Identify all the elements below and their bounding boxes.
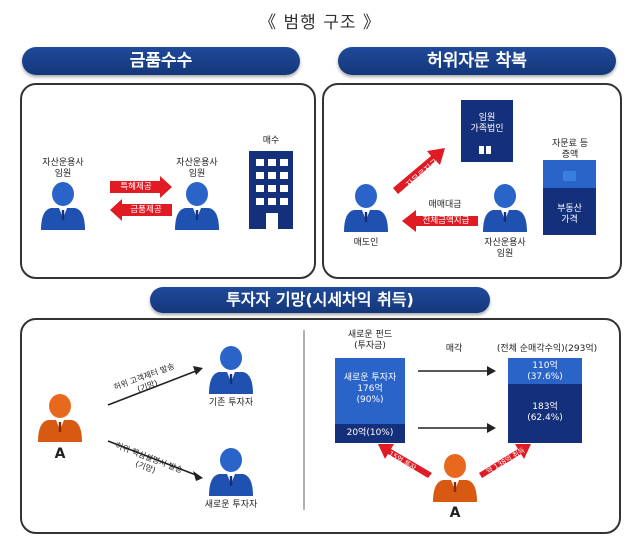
label-advisory-exec: 자산운용사 임원 bbox=[484, 238, 526, 259]
label-profit-title: (전체 순매각수익)(293억) bbox=[496, 344, 598, 354]
label-new-fund: 새로운 펀드 (투자금) bbox=[347, 330, 393, 351]
profit-box-bottom bbox=[508, 384, 582, 443]
label-building-purchase: 매수 bbox=[262, 136, 280, 146]
label-money: 금품제공 bbox=[130, 205, 162, 215]
label-profit-top: 110억 (37.6%) bbox=[527, 361, 563, 382]
arrow-full-payment bbox=[402, 210, 478, 232]
arrow-gain bbox=[479, 444, 531, 478]
label-real-estate-price: 부동산 가격 bbox=[557, 204, 582, 225]
section-header-bribery: 금품수수 bbox=[22, 47, 300, 75]
label-fund-bottom: 20억(10%) bbox=[346, 428, 394, 438]
label-person-a2: A bbox=[449, 505, 461, 521]
label-sale: 매각 bbox=[445, 344, 463, 354]
label-sale-price: 매매대금 bbox=[428, 200, 462, 210]
label-family-corp: 임원 가족법인 bbox=[470, 113, 504, 134]
profit-box-top bbox=[508, 358, 582, 384]
arrow-special-favor bbox=[110, 176, 172, 198]
arrow-advisory-fee bbox=[393, 148, 445, 194]
person-seller bbox=[344, 184, 388, 232]
person-a2 bbox=[433, 454, 477, 502]
person-bribery-left bbox=[41, 182, 85, 230]
section-header-investor: 투자자 기망(시세차익 취득) bbox=[150, 287, 490, 313]
person-bribery-right bbox=[175, 182, 219, 230]
arrow-invest bbox=[378, 444, 432, 478]
label-profit-bottom: 183억 (62.4%) bbox=[527, 402, 563, 423]
person-a bbox=[38, 394, 82, 442]
person-new-investor bbox=[209, 448, 253, 496]
label-advisory-fee-increase: 자문료 등 증액 bbox=[552, 139, 588, 160]
label-bribery-left-exec: 자산운용사 임원 bbox=[42, 158, 84, 179]
arrow-money bbox=[110, 199, 172, 221]
person-advisory-exec bbox=[483, 184, 527, 232]
label-fund-top: 새로운 투자자 176억 (90%) bbox=[343, 373, 397, 405]
label-full-payment: 전체금액지급 bbox=[422, 216, 470, 226]
label-special-favor: 특혜제공 bbox=[120, 182, 152, 192]
real-estate-building-icon bbox=[543, 160, 596, 235]
fund-box-top bbox=[335, 358, 405, 424]
label-person-a: A bbox=[54, 446, 66, 462]
label-seller: 매도인 bbox=[353, 238, 379, 248]
building-icon bbox=[249, 151, 293, 229]
label-new-investor: 새로운 투자자 bbox=[204, 500, 258, 510]
label-bribery-right-exec: 자산운용사 임원 bbox=[176, 158, 218, 179]
person-existing-investor bbox=[209, 346, 253, 394]
family-corp-building-icon bbox=[461, 100, 513, 162]
fund-box-bottom bbox=[335, 424, 405, 443]
label-existing-investor: 기존 투자자 bbox=[208, 398, 254, 408]
page-title: 《 범행 구조 》 bbox=[259, 13, 381, 33]
section-header-advisory: 허위자문 착복 bbox=[338, 47, 616, 75]
